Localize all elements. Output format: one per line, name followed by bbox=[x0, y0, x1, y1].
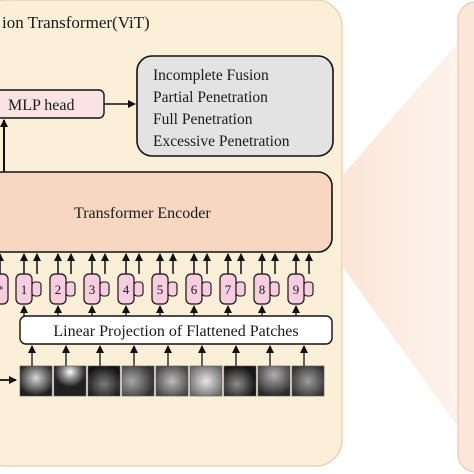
transformer-encoder-label: Transformer Encoder bbox=[74, 205, 211, 222]
panel-title: ion Transformer(ViT) bbox=[2, 13, 150, 32]
position-embedding bbox=[201, 281, 212, 297]
image-patches bbox=[19, 365, 325, 397]
class-token: * bbox=[0, 273, 9, 305]
token-label: 1 bbox=[21, 282, 28, 297]
patch-token: 7 bbox=[219, 273, 246, 305]
token-arrows bbox=[0, 253, 313, 274]
token-label: 5 bbox=[157, 282, 164, 297]
patch-token: 1 bbox=[15, 273, 42, 305]
position-embedding bbox=[31, 281, 42, 297]
zoom-panel bbox=[457, 1, 474, 473]
token-label: 6 bbox=[191, 282, 198, 297]
image-patch bbox=[121, 365, 155, 397]
transformer-encoder-box bbox=[0, 171, 333, 253]
image-patch bbox=[53, 365, 87, 397]
patch-token: 3 bbox=[83, 273, 110, 305]
position-embedding bbox=[303, 281, 314, 297]
class-item: Full Penetration bbox=[153, 111, 253, 128]
position-embedding bbox=[99, 281, 110, 297]
image-patch bbox=[257, 365, 291, 397]
token-label: 7 bbox=[225, 282, 232, 297]
linear-projection-box bbox=[19, 315, 333, 345]
image-patch bbox=[155, 365, 189, 397]
image-patch bbox=[19, 365, 53, 397]
patch-token: 4 bbox=[117, 273, 144, 305]
class-item: Partial Penetration bbox=[153, 89, 268, 106]
position-embedding bbox=[65, 281, 76, 297]
token-label: 3 bbox=[89, 282, 96, 297]
position-embedding bbox=[235, 281, 246, 297]
position-embedding bbox=[167, 281, 178, 297]
image-patch bbox=[223, 365, 257, 397]
class-item: Excessive Penetration bbox=[153, 133, 290, 150]
token-label: 9 bbox=[293, 282, 300, 297]
image-patch bbox=[189, 365, 223, 397]
token-label: 2 bbox=[55, 282, 62, 297]
patch-token: 9 bbox=[287, 273, 314, 305]
patch-token: 5 bbox=[151, 273, 178, 305]
class-list-box bbox=[136, 55, 334, 157]
class-item: Incomplete Fusion bbox=[153, 67, 269, 84]
token-label: 8 bbox=[259, 282, 266, 297]
patch-arrows bbox=[20, 305, 308, 366]
image-patch bbox=[291, 365, 325, 397]
patch-tokens: 1 2 3 4 5 6 7 8 9 bbox=[15, 273, 314, 305]
zoom-beam bbox=[342, 40, 460, 430]
token-label: 4 bbox=[123, 282, 130, 297]
patch-token: 6 bbox=[185, 273, 212, 305]
position-embedding bbox=[133, 281, 144, 297]
image-patch bbox=[87, 365, 121, 397]
class-token-label: * bbox=[0, 282, 3, 297]
patch-token: 8 bbox=[253, 273, 280, 305]
linear-projection-label: Linear Projection of Flattened Patches bbox=[53, 323, 298, 340]
position-embedding bbox=[269, 281, 280, 297]
patch-token: 2 bbox=[49, 273, 76, 305]
mlp-head-label: MLP head bbox=[8, 97, 75, 114]
